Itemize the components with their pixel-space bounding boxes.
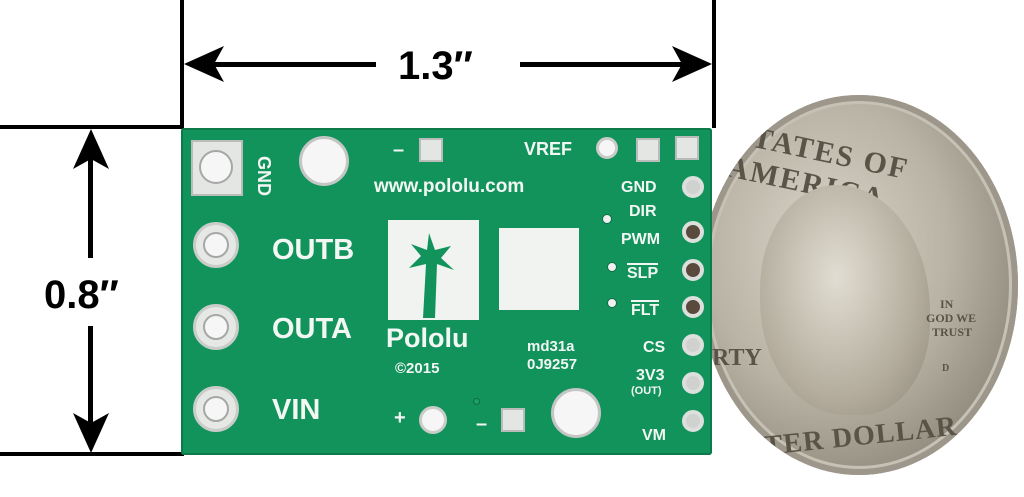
top-pad-square-1[interactable] xyxy=(636,138,660,162)
bottom-minus-pad[interactable] xyxy=(501,408,525,432)
arrow-down-icon xyxy=(73,413,109,453)
vin-hole xyxy=(203,396,229,422)
outb-label: OUTB xyxy=(272,234,355,266)
dim-width-line-right xyxy=(520,62,706,67)
chip-silkscreen-block xyxy=(499,228,579,310)
pin-label-3v3: 3V3 xyxy=(636,367,665,384)
quarter-coin: STATES OF AMERICA IN GOD WE TRUST RTY D … xyxy=(700,95,1018,475)
pin-label-dir: DIR xyxy=(629,203,657,220)
outb-hole xyxy=(203,232,229,258)
height-dimension-label: 0.8″ xyxy=(44,273,119,317)
top-pad-square-2[interactable] xyxy=(675,136,699,160)
pin-label-slp: SLP xyxy=(627,263,659,282)
pin-label-gnd: GND xyxy=(621,179,657,196)
pololu-url: www.pololu.com xyxy=(374,176,525,197)
coin-left-text: RTY xyxy=(712,345,762,371)
bottom-plus-pad[interactable] xyxy=(419,406,447,434)
via xyxy=(607,262,617,272)
pin-3v3[interactable] xyxy=(682,410,704,432)
pin-flt[interactable] xyxy=(682,334,704,356)
via xyxy=(607,298,617,308)
bottom-minus-label: – xyxy=(476,413,488,435)
palm-tree-icon xyxy=(409,233,454,318)
pin-slp[interactable] xyxy=(682,296,704,318)
vref-label: VREF xyxy=(524,139,573,159)
arrow-up-icon xyxy=(73,129,109,169)
vref-pad[interactable] xyxy=(596,137,618,159)
pin-label-cs: CS xyxy=(643,339,666,356)
pin-label-vm: VM xyxy=(642,427,666,444)
serial-number: 0J9257 xyxy=(527,356,578,373)
pin-dir[interactable] xyxy=(682,221,704,243)
pololu-brand: Pololu xyxy=(386,323,469,353)
dim-extension-top-horizontal xyxy=(0,125,184,129)
gnd-pad-hole xyxy=(199,150,233,184)
dim-extension-left-vertical xyxy=(180,0,184,128)
dim-extension-bottom-horizontal xyxy=(0,452,184,456)
top-minus-pad[interactable] xyxy=(419,138,443,162)
coin-motto-3: TRUST xyxy=(932,325,973,339)
gnd-label-vertical: GND xyxy=(254,156,274,196)
width-dimension-label: 1.3″ xyxy=(398,44,473,88)
pin-label-3v3-sub: (OUT) xyxy=(631,385,662,397)
top-minus-label: – xyxy=(393,139,405,161)
arrow-right-icon xyxy=(672,46,712,82)
outa-label: OUTA xyxy=(272,313,353,345)
dim-height-line-top xyxy=(88,140,93,258)
pin-cs[interactable] xyxy=(682,372,704,394)
coin-motto-1: IN xyxy=(940,297,954,311)
pin-pwm[interactable] xyxy=(682,259,704,281)
bottom-plus-label: + xyxy=(394,407,406,429)
pin-label-pwm: PWM xyxy=(621,231,661,248)
coin-mint-mark: D xyxy=(942,363,950,374)
mounting-hole-top xyxy=(299,136,349,186)
washington-profile xyxy=(760,185,930,415)
coin-bottom-text: ARTER DOLLAR xyxy=(720,410,959,467)
dim-height-line-bottom xyxy=(88,326,93,444)
coin-motto-2: GOD WE xyxy=(926,311,977,325)
vin-label: VIN xyxy=(272,394,321,426)
outa-hole xyxy=(203,314,229,340)
pin-gnd[interactable] xyxy=(682,176,704,198)
copyright-label: ©2015 xyxy=(395,360,440,377)
part-code: md31a xyxy=(527,338,575,355)
via xyxy=(473,398,480,405)
via xyxy=(602,214,612,224)
dim-width-line-left xyxy=(190,62,376,67)
arrow-left-icon xyxy=(184,46,224,82)
motor-driver-board: GND OUTB OUTA VIN – VREF www.pololu.com … xyxy=(181,128,712,455)
dim-extension-right-vertical xyxy=(712,0,716,128)
mounting-hole-bottom xyxy=(551,388,601,438)
pin-label-flt: FLT xyxy=(631,300,660,319)
